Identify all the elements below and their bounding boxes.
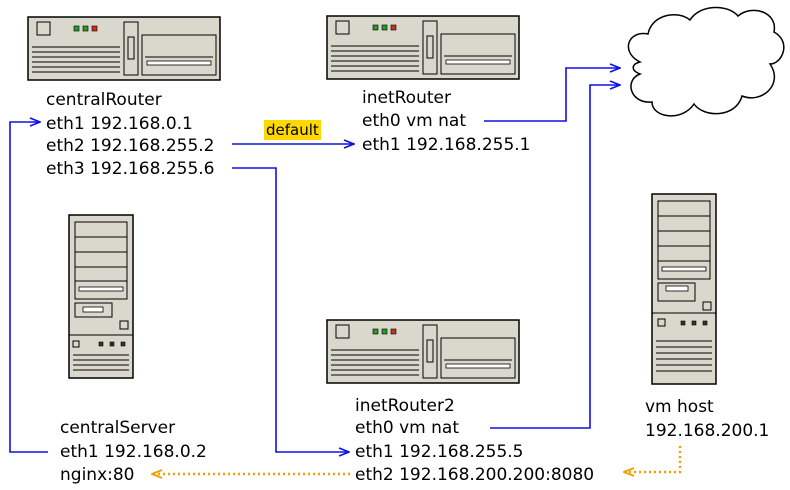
rack-server-icon xyxy=(326,319,520,384)
central-router-iface: eth1 192.168.0.1 xyxy=(46,114,193,134)
default-route-tag: default xyxy=(264,120,321,140)
link-vmhost-forward xyxy=(624,446,682,472)
link-eth3-inetrouter2 xyxy=(232,167,349,452)
vm-host-ip: 192.168.200.1 xyxy=(645,421,770,441)
tower-server-icon xyxy=(68,214,134,379)
rack-server-icon xyxy=(27,16,221,81)
central-router-name: centralRouter xyxy=(46,90,162,110)
inet-router2-iface: eth0 vm nat xyxy=(355,418,460,438)
inet-router-iface: eth1 192.168.255.1 xyxy=(362,135,531,155)
cloud-icon xyxy=(627,6,785,117)
central-router-iface: eth2 192.168.255.2 xyxy=(46,136,215,156)
central-server-iface: eth1 192.168.0.2 xyxy=(60,442,207,462)
inet-router2-name: inetRouter2 xyxy=(355,396,455,416)
link-inetrouter-nat xyxy=(484,68,620,122)
link-inetrouter2-nat xyxy=(490,85,620,429)
inet-router-name: inetRouter xyxy=(362,88,451,108)
inet-router-iface: eth0 vm nat xyxy=(362,111,467,131)
central-server-service: nginx:80 xyxy=(60,465,135,485)
central-server-name: centralServer xyxy=(60,418,176,438)
link-eth1-central xyxy=(9,122,48,453)
central-router-iface: eth3 192.168.255.6 xyxy=(46,159,215,179)
vm-host-name: vm host xyxy=(645,397,714,417)
tower-server-icon xyxy=(651,193,717,385)
inet-router2-iface: eth2 192.168.200.200:8080 xyxy=(355,465,595,485)
inet-router2-iface: eth1 192.168.255.5 xyxy=(355,442,524,462)
rack-server-icon xyxy=(326,15,520,80)
